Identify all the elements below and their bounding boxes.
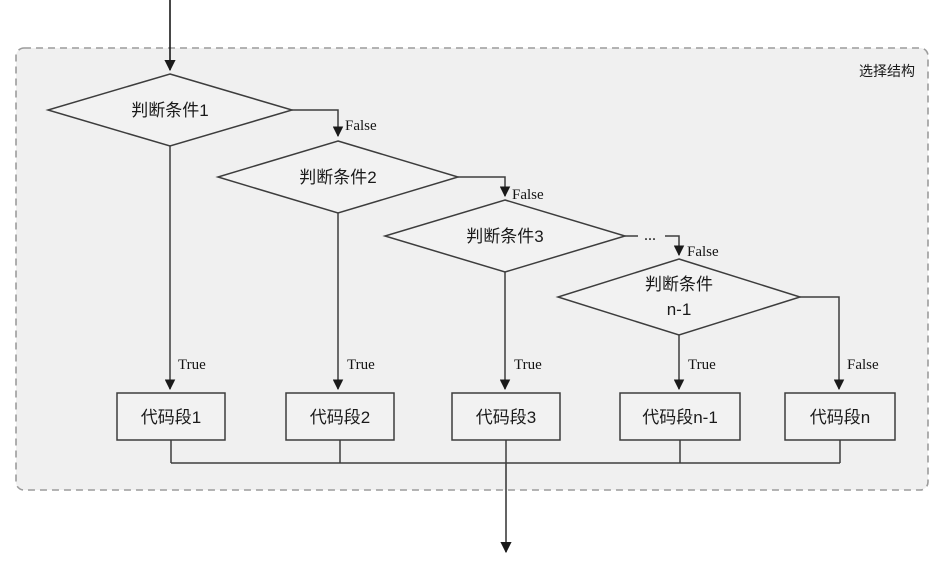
false-label-n: False	[847, 357, 879, 373]
process-n-label: 代码段n	[810, 408, 870, 427]
false-edge-1	[292, 109, 344, 138]
false-label-1: False	[345, 118, 377, 134]
false-edge-n	[800, 296, 845, 391]
selection-structure-container	[15, 47, 929, 491]
process-n-1-shape[interactable]	[619, 392, 741, 441]
decision-3-label: 判断条件3	[466, 227, 543, 246]
decision-1-label: 判断条件1	[131, 101, 208, 120]
process-3-label: 代码段3	[476, 408, 536, 427]
true-label-1: True	[178, 357, 206, 373]
true-label-n: True	[688, 357, 716, 373]
decision-n-1-label-line2: n-1	[667, 300, 692, 319]
process-1-label: 代码段1	[141, 408, 201, 427]
process-3-shape[interactable]	[451, 392, 561, 441]
true-label-2: True	[347, 357, 375, 373]
decision-2-label: 判断条件2	[299, 168, 376, 187]
container-title: 选择结构	[859, 63, 915, 79]
ellipsis-label: ...	[644, 227, 656, 244]
false-label-3: False	[687, 244, 719, 260]
process-1-shape[interactable]	[116, 392, 226, 441]
false-edge-2	[458, 176, 511, 198]
process-2-shape[interactable]	[285, 392, 395, 441]
process-n-1-label: 代码段n-1	[642, 408, 718, 427]
false-edge-3	[665, 235, 685, 257]
process-2-label: 代码段2	[310, 408, 370, 427]
false-label-2: False	[512, 187, 544, 203]
decision-n-1-label-line1: 判断条件	[645, 275, 713, 294]
true-label-3: True	[514, 357, 542, 373]
